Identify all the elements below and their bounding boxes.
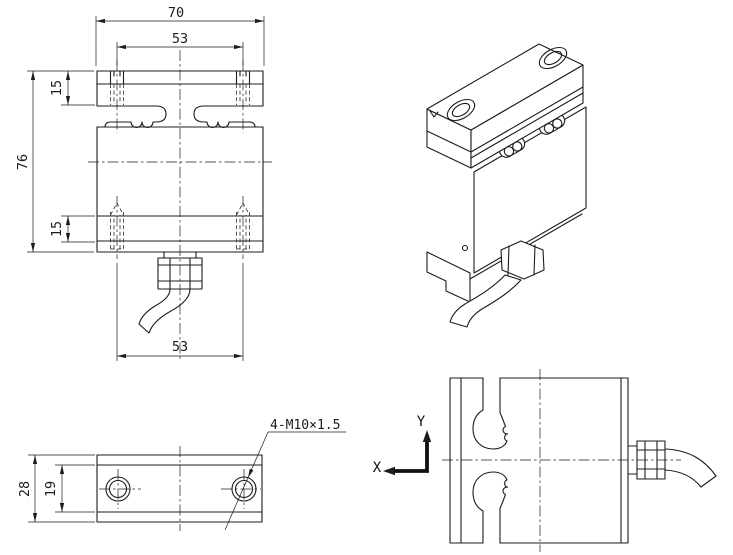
arrowhead [234,44,243,50]
x-axis-arrowhead [383,466,395,476]
arrowhead [32,513,38,522]
front-hidden-holes [110,84,250,250]
dim-bottom-block-height-label: 15 [49,221,65,237]
bottom-thread-hole-inner [234,479,254,499]
iso-hole-inner [543,50,563,66]
x-axis-label: X [373,460,382,476]
dim-hole-spacing-bottom-label: 53 [172,339,188,355]
arrowhead [32,455,38,464]
arrowhead [96,18,105,24]
iso-hole-outer [446,98,476,122]
iso-hole-inner [451,102,471,118]
dim-overall-width-label: 70 [168,5,184,21]
thread-callout-leader [224,431,346,531]
dim-inner-depth-label: 19 [43,481,59,497]
front-top-hole-lines [109,70,251,85]
arrowhead [65,71,71,80]
dim-top-block-height-label: 15 [49,80,65,96]
arrowhead [65,233,71,242]
bottom-view: 4-M10×1.5 28 19 [17,418,346,531]
arrowhead [30,243,36,252]
arrowhead [234,353,243,359]
axes-lines [393,440,429,473]
iso-hole-outer [538,46,568,70]
side-cable [664,448,717,488]
iso-top-block-top-face [426,43,584,131]
arrowhead [65,216,71,225]
side-top-slot [472,377,509,450]
y-axis-arrowhead [422,430,432,442]
dim-overall-depth-label: 28 [17,481,33,497]
bottom-dimension-lines [28,454,95,523]
side-view: X Y [373,369,717,552]
front-cable [138,288,191,334]
arrowhead [117,353,126,359]
isometric-view [426,43,587,328]
iso-bottom-block-end [426,251,471,303]
side-cable-gland [627,440,666,480]
iso-top-block-groove [426,86,584,159]
y-axis-label: Y [417,414,426,430]
iso-hole [538,46,568,70]
thread-callout-label: 4-M10×1.5 [270,418,340,433]
front-centerlines [88,50,272,362]
bottom-thread-hole-outer [231,476,257,502]
iso-small-hole [461,244,469,252]
arrowhead [117,44,126,50]
arrowhead [248,468,254,478]
dim-hole-spacing-top-label: 53 [172,31,188,47]
bottom-thread-hole-outer [105,476,131,502]
arrowhead [30,71,36,80]
front-view: 70 53 76 15 15 53 [15,5,272,362]
arrowhead [65,96,71,105]
arrowhead [59,503,65,512]
front-dimension-lines [27,16,265,361]
iso-cable-gland-lines [507,244,536,276]
bottom-thread-hole-inner [108,479,128,499]
side-outline [449,377,629,544]
side-bottom-slot [472,471,509,544]
side-centerlines [442,369,681,552]
iso-hole [446,98,476,122]
arrowhead [59,465,65,474]
iso-cable [449,274,522,328]
coordinate-axes: X Y [373,414,432,476]
front-outline [96,70,264,253]
front-cable-gland [157,251,203,290]
arrowhead [255,18,264,24]
dim-overall-height-label: 76 [15,154,31,170]
bottom-outline [96,454,263,523]
bottom-centerlines [99,446,261,531]
iso-cable-gland [500,240,545,280]
